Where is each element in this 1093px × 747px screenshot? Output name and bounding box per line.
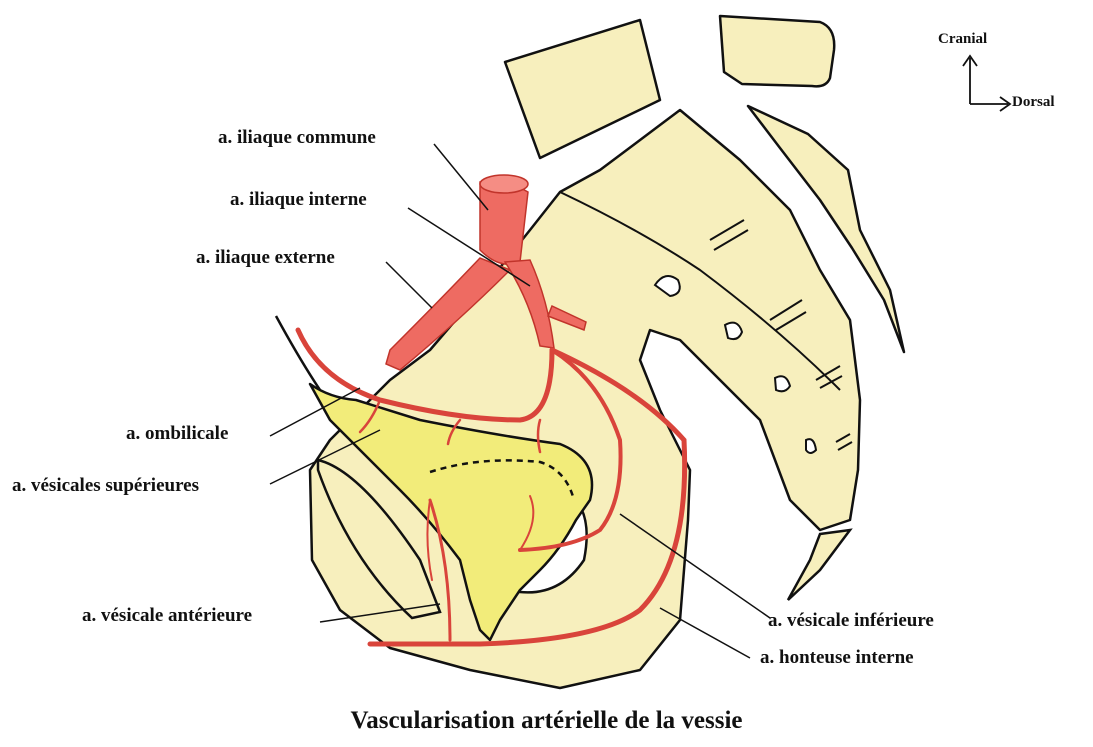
sacrum-strip	[746, 104, 906, 354]
vertebra-block-right	[718, 14, 836, 88]
iliac-common-artery	[479, 180, 529, 265]
leader-iliaque-interne	[407, 207, 531, 287]
bladder	[308, 382, 594, 642]
label-honteuse-interne: a. honteuse interne	[760, 647, 914, 668]
iliac-external-artery	[385, 257, 512, 371]
leader-iliaque-commune	[433, 143, 489, 211]
orientation-cranial-label: Cranial	[938, 31, 988, 47]
leader-vesicale-inferieure	[619, 513, 771, 619]
vesical-inferior-artery	[518, 348, 623, 552]
sacral-foramen-3	[773, 375, 792, 393]
pubic-ramus	[316, 458, 442, 620]
sacral-foramen-2	[723, 321, 744, 341]
sacral-line	[559, 191, 841, 391]
figure-title: Vascularisation artérielle de la vessie	[350, 707, 743, 734]
vesical-branch-5	[426, 499, 433, 581]
label-iliaque-commune: a. iliaque commune	[218, 127, 376, 148]
vesical-superior-branch-2	[446, 418, 462, 446]
umbilical-artery	[295, 327, 555, 423]
sacral-marks	[709, 219, 853, 451]
leader-vesicales-superieures	[269, 429, 381, 485]
vesical-superior-branch-3	[536, 418, 542, 454]
vesical-branch-4	[519, 495, 535, 551]
leader-iliaque-externe	[385, 261, 433, 309]
sacral-foramen-1	[653, 275, 681, 298]
vertebra-block-left	[503, 18, 662, 160]
leader-honteuse-interne	[659, 607, 751, 659]
sacral-foramen-4	[805, 438, 818, 454]
label-vesicale-anterieure: a. vésicale antérieure	[82, 605, 253, 626]
iliac-common-stump	[479, 174, 529, 194]
leader-ombilicale	[269, 387, 361, 437]
label-vesicales-superieures: a. vésicales supérieures	[12, 475, 199, 496]
label-iliaque-externe: a. iliaque externe	[196, 247, 335, 268]
body-wall-line	[274, 315, 322, 391]
orientation-arrows	[962, 54, 1012, 112]
label-ombilicale: a. ombilicale	[126, 423, 229, 444]
pudendal-internal-artery	[367, 347, 688, 647]
vesical-anterior-artery	[428, 498, 452, 642]
iliac-internal-artery	[503, 259, 555, 349]
hip-bone	[308, 108, 862, 690]
coccyx	[786, 528, 853, 601]
label-iliaque-interne: a. iliaque interne	[230, 189, 367, 210]
orientation-dorsal-label: Dorsal	[1012, 94, 1055, 110]
peritoneum-dashed-line	[429, 459, 576, 501]
leader-vesicale-anterieure	[319, 603, 441, 623]
iliac-internal-branch	[547, 304, 587, 332]
vesical-superior-branch-1	[358, 398, 382, 434]
label-vesicale-inferieure: a. vésicale inférieure	[768, 610, 934, 631]
